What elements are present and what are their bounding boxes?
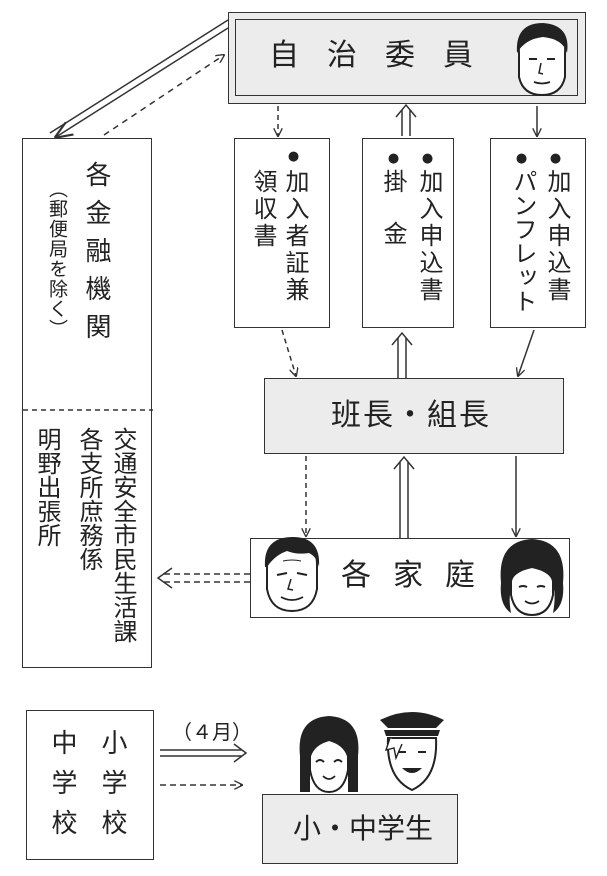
doc-receipt-box: ● 加入者証兼 領収書 — [234, 138, 330, 328]
committee-box: 自治委員 — [228, 12, 586, 104]
arrow-receipt-to-leader — [281, 329, 296, 376]
banks-title: 各金融機関 — [81, 161, 111, 351]
arrow-leader-to-payment — [391, 331, 413, 378]
household-label: 各家庭 — [341, 558, 497, 593]
boy-student-face-icon — [380, 712, 444, 792]
doc-pamphlet-text1: 加入申込書 — [543, 169, 571, 304]
doc-pamphlet-bullet2: ● — [514, 151, 529, 166]
doc-payment-bullet1: ● — [420, 151, 435, 166]
doc-pamphlet-box: ● 加入申込書 ● パンフレット — [490, 138, 586, 328]
doc-payment-bullet2: ● — [386, 151, 401, 166]
arrow-school-to-students — [160, 743, 248, 763]
father-face-icon — [264, 537, 320, 613]
arrow-pamphlet-to-leader — [518, 329, 535, 376]
leader-label: 班長・組長 — [331, 398, 491, 433]
arrow-payment-to-committee — [395, 103, 417, 136]
committee-label: 自治委員 — [269, 38, 501, 73]
school-line2: 中学校 — [47, 729, 77, 849]
mother-face-icon — [500, 539, 564, 617]
divider-dashed — [23, 409, 153, 411]
doc-receipt-line2: 領収書 — [249, 169, 277, 250]
school-box: 小学校 中学校 — [26, 710, 154, 860]
arrow-household-to-leader — [393, 455, 415, 538]
banks-offices-box: 各金融機関 （郵便局を除く） 交通安全市民生活課 各支所庶務係 明野出張所 — [22, 138, 153, 668]
doc-receipt-line1: 加入者証兼 — [281, 169, 309, 304]
doc-receipt-bullet: ● — [286, 149, 301, 164]
girl-student-face-icon — [299, 716, 359, 794]
leader-box: 班長・組長 — [264, 378, 564, 454]
household-box: 各家庭 — [250, 537, 570, 618]
doc-payment-text1: 掛金 — [379, 169, 407, 273]
offices-line1: 交通安全市民生活課 — [109, 427, 137, 643]
april-label: （４月） — [172, 720, 252, 744]
offices-line2: 各支所庶務係 — [75, 427, 103, 571]
doc-pamphlet-text2: パンフレット — [509, 169, 537, 313]
school-line1: 小学校 — [97, 729, 127, 849]
arrow-household-to-offices — [156, 567, 250, 589]
students-label: 小・中学生 — [293, 812, 434, 845]
offices-line3: 明野出張所 — [33, 427, 61, 547]
doc-payment-box: ● 掛金 ● 加入申込書 — [362, 138, 454, 328]
man-face-icon — [516, 23, 568, 97]
arrow-committee-to-banks — [49, 19, 229, 137]
banks-note: （郵便局を除く） — [46, 179, 68, 339]
arrow-banks-to-committee — [103, 55, 224, 136]
doc-payment-text2: 加入申込書 — [415, 169, 443, 304]
students-box: 小・中学生 — [262, 794, 458, 864]
doc-pamphlet-bullet1: ● — [548, 151, 563, 166]
